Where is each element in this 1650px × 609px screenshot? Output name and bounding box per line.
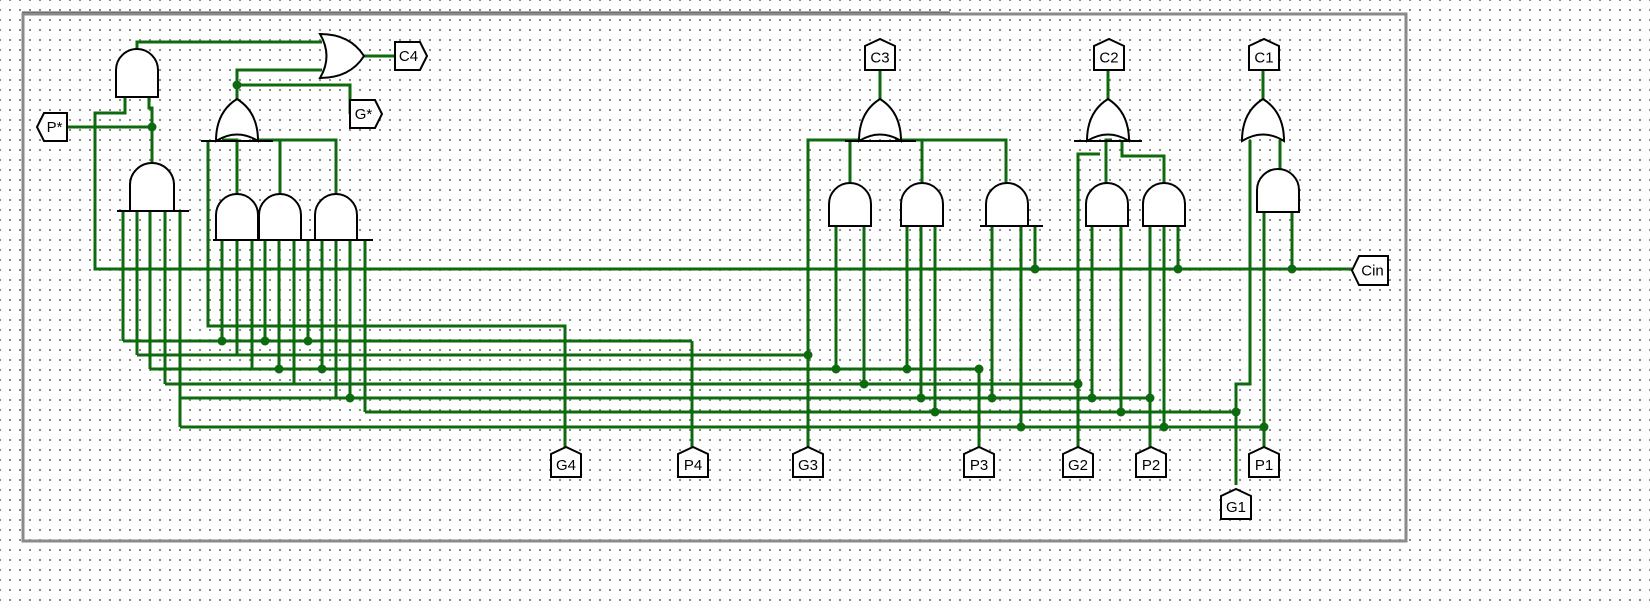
pin-g3[interactable]: G3 bbox=[792, 445, 824, 478]
or-gate-c2[interactable] bbox=[1085, 97, 1131, 143]
wire-pstar-up bbox=[147, 97, 154, 127]
pin-shape bbox=[1062, 445, 1094, 478]
wire-or1-in2 bbox=[222, 138, 239, 198]
and-gate-c[interactable] bbox=[314, 193, 358, 241]
wire-or-c3-in3 bbox=[895, 138, 924, 183]
pin-label: C2 bbox=[1099, 50, 1118, 67]
pin-shape bbox=[394, 41, 429, 71]
pin-label: G2 bbox=[1068, 457, 1088, 474]
pin-shape bbox=[792, 445, 824, 478]
pin-g-star[interactable]: G* bbox=[349, 99, 384, 129]
pin-label: C3 bbox=[870, 50, 889, 67]
wire-gstar bbox=[237, 83, 352, 114]
and-gate-c2-2[interactable] bbox=[1142, 182, 1186, 227]
pin-c3[interactable]: C3 bbox=[864, 37, 896, 71]
pin-label: P3 bbox=[970, 457, 988, 474]
wire-g2 bbox=[1076, 152, 1100, 450]
pin-shape bbox=[1220, 487, 1252, 520]
pin-shape bbox=[963, 445, 995, 478]
pin-shape bbox=[864, 37, 896, 71]
wire-and-to-or bbox=[135, 40, 322, 56]
and-gate-c3-3[interactable] bbox=[985, 182, 1029, 227]
and-gate-pstar[interactable] bbox=[115, 48, 159, 98]
pin-p2[interactable]: P2 bbox=[1135, 445, 1167, 478]
pin-shape bbox=[349, 99, 384, 129]
or-gate-c3[interactable] bbox=[857, 97, 903, 143]
or-gate-gstar[interactable] bbox=[214, 97, 260, 143]
or-gate-c1[interactable] bbox=[1240, 97, 1286, 143]
pin-p1[interactable]: P1 bbox=[1248, 445, 1280, 478]
and-gate-c4-term[interactable] bbox=[129, 162, 175, 212]
pin-label: P* bbox=[47, 119, 63, 136]
pin-p3[interactable]: P3 bbox=[963, 445, 995, 478]
junction-dots bbox=[147, 80, 1297, 432]
pin-g1[interactable]: G1 bbox=[1220, 487, 1252, 520]
pin-g4[interactable]: G4 bbox=[550, 445, 582, 478]
gate-input-bars bbox=[117, 140, 1142, 241]
subcircuit-frame bbox=[21, 12, 1408, 543]
wire-or1-in3 bbox=[252, 138, 282, 198]
and-gate-c3-1[interactable] bbox=[828, 182, 872, 227]
pin-label: Cin bbox=[1361, 263, 1384, 280]
and-gate-c3-2[interactable] bbox=[900, 182, 944, 227]
pin-label: P1 bbox=[1255, 457, 1273, 474]
gate-layer bbox=[115, 32, 1300, 241]
pin-p4[interactable]: P4 bbox=[677, 445, 709, 478]
and-gate-c2-1[interactable] bbox=[1085, 182, 1129, 227]
pin-shape bbox=[550, 445, 582, 478]
and-gate-b[interactable] bbox=[258, 193, 302, 241]
pin-label: G1 bbox=[1226, 499, 1246, 516]
wire-or-c2-in2 bbox=[1104, 138, 1112, 183]
wire-g1 bbox=[1234, 140, 1252, 485]
pin-shape bbox=[1135, 445, 1167, 478]
pin-label: C1 bbox=[1254, 50, 1273, 67]
pin-c4[interactable]: C4 bbox=[394, 41, 429, 71]
pin-shape bbox=[1248, 445, 1280, 478]
pin-shape bbox=[1093, 37, 1125, 71]
wire-or-c3-in4 bbox=[905, 138, 1008, 183]
wire-or-c3-in2 bbox=[848, 138, 860, 183]
wire-layer bbox=[66, 40, 1352, 485]
and-gate-a[interactable] bbox=[215, 193, 259, 241]
pin-label: G* bbox=[355, 106, 373, 123]
pin-c1[interactable]: C1 bbox=[1248, 37, 1280, 71]
and-gate-c1[interactable] bbox=[1256, 168, 1300, 213]
wire-cin-bus bbox=[93, 97, 1352, 271]
pin-shape bbox=[1350, 255, 1389, 286]
wire-or-c2-in3 bbox=[1120, 140, 1166, 183]
pin-label: C4 bbox=[399, 48, 418, 65]
wire-or1-in4 bbox=[262, 138, 338, 198]
pin-shape bbox=[677, 445, 709, 478]
pin-label: G3 bbox=[798, 457, 818, 474]
pin-shape bbox=[1248, 37, 1280, 71]
pin-label: P2 bbox=[1142, 457, 1160, 474]
pin-cin[interactable]: Cin bbox=[1350, 255, 1389, 286]
pin-label: G4 bbox=[556, 457, 576, 474]
wire-g3 bbox=[806, 138, 850, 450]
pin-p-star[interactable]: P* bbox=[35, 112, 68, 142]
pin-c2[interactable]: C2 bbox=[1093, 37, 1125, 71]
wire-g4 bbox=[206, 140, 567, 450]
or-gate-c4[interactable] bbox=[318, 32, 366, 80]
pin-g2[interactable]: G2 bbox=[1062, 445, 1094, 478]
pin-label: P4 bbox=[684, 457, 702, 474]
pin-shape bbox=[35, 112, 68, 142]
